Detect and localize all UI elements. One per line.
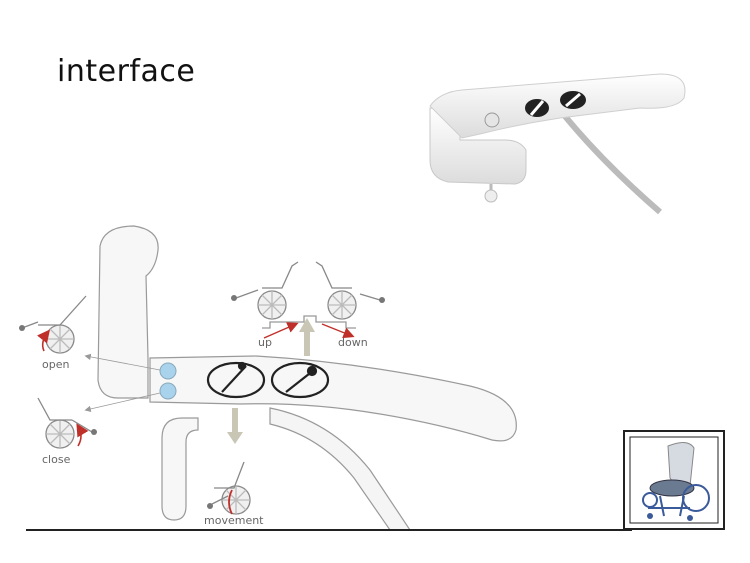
open-button[interactable] xyxy=(159,362,177,380)
up-arrow-icon xyxy=(299,318,315,356)
movement-label: movement xyxy=(204,514,264,527)
up-label: up xyxy=(258,336,272,349)
wheelchair-movement-icon xyxy=(207,461,251,515)
handle-diagram xyxy=(97,225,517,531)
close-button[interactable] xyxy=(159,382,177,400)
down-arrow-icon xyxy=(227,408,243,444)
page-title: interface xyxy=(57,54,196,89)
close-label: close xyxy=(42,453,71,466)
wheelchair-down-icon xyxy=(315,261,385,339)
down-label: down xyxy=(338,336,368,349)
wheelchair-open-icon xyxy=(19,295,87,354)
handle-3d-render xyxy=(429,73,686,215)
handle-knobs xyxy=(206,361,330,399)
wheelchair-up-icon xyxy=(231,261,356,339)
chair-thumbnail xyxy=(623,430,725,530)
wheelchair-close-icon xyxy=(37,397,97,449)
open-label: open xyxy=(42,358,69,371)
